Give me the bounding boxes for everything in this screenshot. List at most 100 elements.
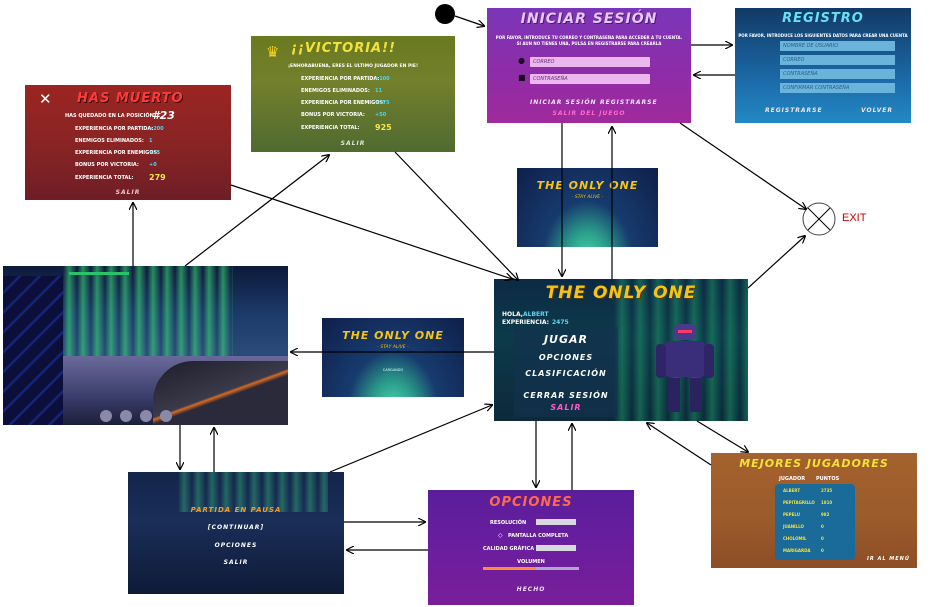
loading-mid-title: THE ONLY ONE	[342, 329, 444, 342]
arrow-leaderboard-to-main	[647, 423, 712, 466]
health-bar	[69, 272, 129, 275]
register-button[interactable]: REGISTRARSE	[600, 99, 658, 106]
login-screen: INICIAR SESIÓN POR FAVOR, INTRODUCE TU C…	[487, 8, 691, 123]
robot-character	[656, 324, 714, 416]
crosshair-icon: ✕	[39, 90, 52, 108]
exit-label: EXIT	[842, 212, 867, 224]
fullscreen-radio[interactable]: ◇	[498, 532, 503, 539]
table-row-points: 2735	[821, 488, 833, 493]
continue-button[interactable]: [CONTINUAR]	[207, 524, 265, 531]
pause-exit-button[interactable]: SALIR	[223, 559, 249, 566]
gameplay-screen	[3, 266, 288, 425]
fullscreen-label: PANTALLA COMPLETA	[508, 533, 569, 539]
victory-row-value: 11	[375, 88, 382, 94]
register-instructions: POR FAVOR, INTRODUCE LOS SIGUIENTES DATO…	[738, 33, 908, 38]
resolution-label: RESOLUCIÓN	[490, 520, 527, 526]
col-points-header: PUNTOS	[816, 476, 840, 482]
arrow-start-to-login	[454, 15, 484, 26]
weapon-slot	[160, 410, 172, 422]
greeting-name: ALBERT	[523, 311, 549, 318]
back-to-menu-button[interactable]: IR AL MENÚ	[867, 556, 910, 562]
aurora-light	[178, 472, 328, 512]
volume-slider[interactable]	[483, 567, 579, 570]
victory-row-label: EXPERIENCIA TOTAL:	[301, 125, 360, 131]
death-row-label: EXPERIENCIA POR PARTIDA:	[75, 126, 154, 132]
aurora-light	[63, 266, 233, 356]
weapon-slot	[100, 410, 112, 422]
confirm-password-field[interactable]: CONFIRMAR CONTRASEÑA	[780, 83, 895, 93]
exit-game-button[interactable]: SALIR DEL JUEGO	[552, 110, 626, 117]
options-button[interactable]: OPCIONES	[538, 353, 594, 362]
logout-button[interactable]: CERRAR SESIÓN	[523, 391, 609, 400]
table-row-points: 0	[821, 524, 824, 529]
robot-body	[664, 341, 706, 377]
back-button[interactable]: VOLVER	[861, 107, 893, 114]
victory-total-value: 925	[375, 123, 392, 132]
main-menu-screen: THE ONLY ONE HOLA, ALBERT EXPERIENCIA: 2…	[494, 279, 748, 421]
death-row-value: +25	[149, 150, 161, 156]
register-screen: REGISTRO POR FAVOR, INTRODUCE LOS SIGUIE…	[735, 8, 911, 123]
death-row-label: EXPERIENCIA POR ENEMIGOS:	[75, 150, 160, 156]
death-exit-button[interactable]: SALIR	[115, 189, 141, 196]
table-row-points: 982	[821, 512, 830, 517]
login-title: INICIAR SESIÓN	[520, 11, 658, 27]
done-button[interactable]: HECHO	[516, 586, 546, 593]
left-wall	[3, 276, 63, 425]
lock-icon: ■	[518, 73, 526, 82]
weapon	[153, 361, 288, 425]
pause-screen: PARTIDA EN PAUSA [CONTINUAR] OPCIONES SA…	[128, 472, 344, 594]
arrow-death-to-main	[230, 184, 512, 279]
quality-select[interactable]	[536, 545, 576, 551]
arrow-pause-to-main	[329, 405, 492, 473]
table-row-player: MARIGARDA	[783, 548, 811, 553]
pause-options-button[interactable]: OPCIONES	[214, 542, 258, 549]
login-button[interactable]: INICIAR SESIÓN	[530, 99, 597, 106]
col-player-header: JUGADOR	[779, 476, 806, 482]
play-button[interactable]: JUGAR	[543, 333, 589, 346]
death-row-value: +200	[149, 126, 164, 132]
register-password-field[interactable]: CONTRASEÑA	[780, 69, 895, 79]
main-title: THE ONLY ONE	[545, 283, 697, 303]
table-row-player: PEPELU	[783, 512, 800, 517]
register-title: REGISTRO	[782, 11, 864, 26]
weapon-slot	[120, 410, 132, 422]
leaderboard-screen: MEJORES JUGADORES JUGADOR PUNTOS ALBERT …	[711, 453, 917, 568]
arrow-main-to-leaderboard	[696, 420, 748, 452]
death-row-label: ENEMIGOS ELIMINADOS:	[75, 138, 144, 144]
username-field[interactable]: NOMBRE DE USUARIO	[780, 41, 895, 51]
victory-row-label: EXPERIENCIA POR PARTIDA:	[301, 76, 380, 82]
main-exit-button[interactable]: SALIR	[550, 403, 582, 412]
pause-title: PARTIDA EN PAUSA	[190, 506, 282, 514]
leaderboard-table	[775, 484, 855, 560]
loading-screen-top: THE ONLY ONE - STAY ALIVE -	[517, 168, 658, 247]
leaderboard-title: MEJORES JUGADORES	[739, 457, 889, 470]
register-email-field[interactable]: CORREO	[780, 55, 895, 65]
victory-screen: ♛ ¡¡VICTORIA!! ¡ENHORABUENA, ERES EL ULT…	[251, 36, 455, 152]
robot-leg	[668, 378, 680, 412]
leaderboard-button[interactable]: CLASIFICACIÓN	[525, 369, 607, 378]
start-node	[435, 4, 455, 24]
death-title: HAS MUERTO	[77, 91, 184, 106]
death-row-value: 1	[149, 138, 153, 144]
victory-exit-button[interactable]: SALIR	[340, 140, 366, 147]
arrow-gameplay-to-victory	[184, 155, 329, 267]
register-submit-button[interactable]: REGISTRARSE	[765, 107, 823, 114]
arrow-main-to-exit	[747, 236, 805, 289]
victory-row-value: +275	[375, 100, 390, 106]
loading-top-subtitle: - STAY ALIVE -	[571, 195, 604, 200]
robot-arm	[656, 344, 666, 378]
loading-screen-mid: THE ONLY ONE - STAY ALIVE - CARGANDO	[322, 318, 464, 397]
victory-subtitle: ¡ENHORABUENA, ERES EL ULTIMO JUGADOR EN …	[287, 64, 419, 69]
death-position-value: #23	[152, 109, 175, 122]
crown-icon: ♛	[266, 43, 280, 61]
password-input[interactable]: CONTRASEÑA	[530, 74, 650, 84]
experience-label: EXPERIENCIA:	[502, 319, 549, 326]
experience-value: 2475	[552, 319, 569, 326]
resolution-select[interactable]	[536, 519, 576, 525]
victory-row-label: BONUS POR VICTORIA:	[301, 112, 365, 118]
loading-progress-label: CARGANDO	[382, 368, 404, 372]
email-input[interactable]: CORREO	[530, 57, 650, 67]
robot-visor	[678, 330, 692, 333]
table-row-points: 1810	[821, 500, 833, 505]
victory-row-label: ENEMIGOS ELIMINADOS:	[301, 88, 370, 94]
